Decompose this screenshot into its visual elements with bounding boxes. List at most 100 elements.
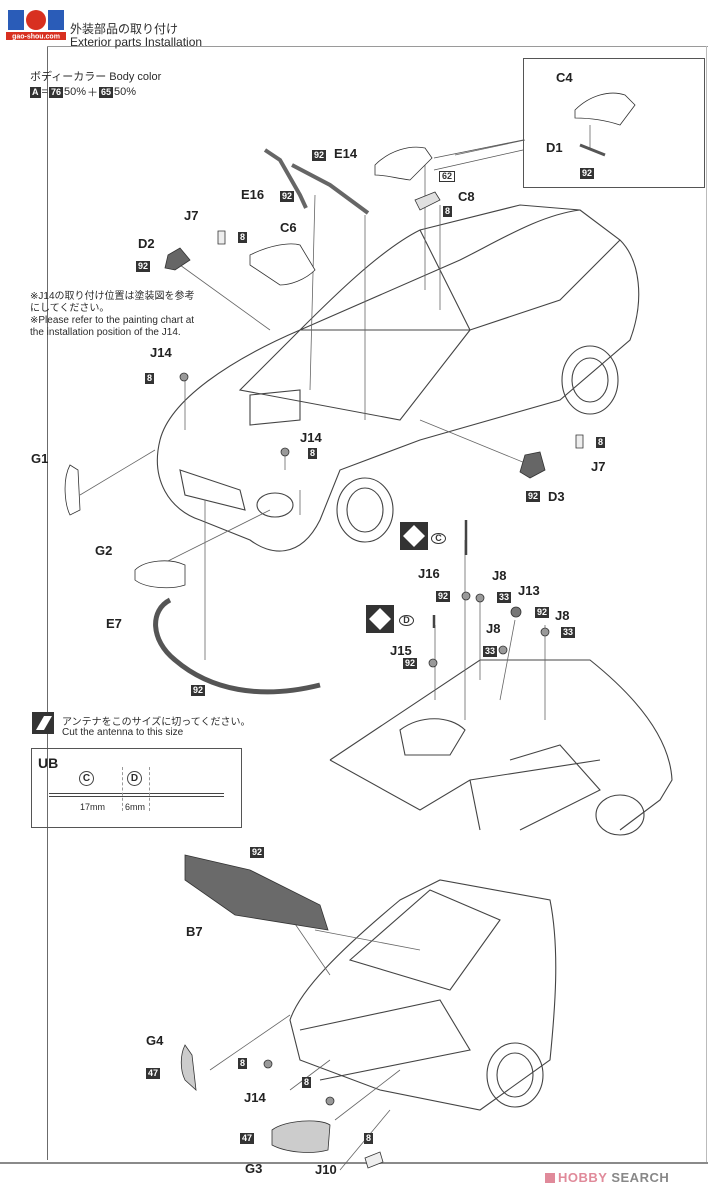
part-g2-drawing xyxy=(134,560,186,589)
antenna-c-marker-label: C xyxy=(431,533,446,544)
scissors-icon xyxy=(32,712,54,734)
rear-car-wheel xyxy=(486,1042,544,1108)
part-label-c6: C6 xyxy=(280,220,297,235)
paint-badge-j14-left: 8 xyxy=(145,373,155,384)
paint-number-badge: 76 xyxy=(48,86,63,98)
part-j8-a-drawing xyxy=(475,593,485,603)
part-e7-drawing xyxy=(153,597,321,695)
paint-badge-j8-b: 33 xyxy=(483,646,498,657)
mid-car-scoop xyxy=(399,718,466,756)
paint-badge-j14-rear-a: 8 xyxy=(238,1058,248,1069)
part-label-g1: G1 xyxy=(31,451,49,466)
inset-detail-box xyxy=(523,58,705,188)
part-label-e16: E16 xyxy=(241,187,265,202)
part-c8-drawing xyxy=(414,191,441,211)
paint-badge-j13: 92 xyxy=(535,607,550,618)
part-j14-front-drawing xyxy=(280,447,290,457)
paint-badge-d3: 92 xyxy=(526,491,541,502)
antenna-instruction-en: Cut the antenna to this size xyxy=(62,727,184,738)
cut-line-1 xyxy=(122,767,123,811)
part-j7-right-drawing xyxy=(575,434,584,449)
part-d1-drawing xyxy=(579,143,606,157)
part-c6-drawing xyxy=(249,243,316,286)
part-label-g4: G4 xyxy=(146,1033,164,1048)
part-label-j7-right: J7 xyxy=(591,459,606,474)
paint-badge-j7-right: 8 xyxy=(596,437,606,448)
part-label-d1: D1 xyxy=(546,140,563,155)
frame-left-rule xyxy=(47,47,48,1160)
antenna-d-marker-label: D xyxy=(399,615,414,626)
part-label-j13: J13 xyxy=(518,583,540,598)
front-car-body xyxy=(156,209,640,552)
rear-car-trunk xyxy=(299,999,471,1081)
paint-badge-e16: 92 xyxy=(280,191,295,202)
equals-sign: = xyxy=(41,86,48,98)
mid-car-wheel xyxy=(595,794,645,836)
frame-bottom-rule xyxy=(0,1162,708,1164)
paint-badge-j7-top: 8 xyxy=(238,232,248,243)
front-car-roof xyxy=(299,204,621,331)
part-label-j8-a: J8 xyxy=(492,568,507,583)
part-j15-drawing xyxy=(428,658,438,668)
mid-car-window xyxy=(469,744,601,831)
frame-top-rule xyxy=(47,46,708,47)
antenna-cut-marker-d xyxy=(366,605,394,633)
part-label-j14-left: J14 xyxy=(150,345,172,360)
paint-badge-e7: 92 xyxy=(191,685,206,696)
antenna-instruction-jp: アンテナをこのサイズに切ってください。 xyxy=(62,717,251,728)
plus-sign: ＋ xyxy=(86,87,98,99)
inset-leader-lines xyxy=(433,139,524,171)
section-title-en: Exterior parts Installation xyxy=(70,35,203,49)
cut-guide-d-marker: D xyxy=(127,771,142,786)
part-label-d2: D2 xyxy=(138,236,155,251)
part-label-c8: C8 xyxy=(458,189,475,204)
part-label-j14-front: J14 xyxy=(300,430,322,445)
part-label-j7-top: J7 xyxy=(184,208,199,223)
paint-badge-c8-b: 8 xyxy=(443,206,453,217)
paint-badge-g4: 47 xyxy=(146,1068,161,1079)
part-b7-drawing xyxy=(184,854,329,931)
paint-badge-c8-a: 62 xyxy=(439,171,456,182)
part-label-j15: J15 xyxy=(390,643,412,658)
note-en: ※Please refer to the painting chart at t… xyxy=(30,315,195,338)
part-e14-drawing xyxy=(291,163,370,215)
rear-car-wheel-rim xyxy=(496,1052,534,1098)
paint-badge-j14-front: 8 xyxy=(308,448,318,459)
color-code-badge: A xyxy=(30,86,41,98)
part-j10-drawing xyxy=(364,1151,384,1169)
paint-badge-e14: 92 xyxy=(312,150,327,161)
front-grille xyxy=(179,469,246,511)
front-headlight xyxy=(256,492,294,518)
part-j14-left-drawing xyxy=(179,372,189,382)
cut-guide-c-marker: C xyxy=(79,771,94,786)
paint-badge-j10: 8 xyxy=(364,1133,374,1144)
frame-right-rule xyxy=(706,46,707,1162)
part-label-g3: G3 xyxy=(245,1161,263,1176)
body-color-mix: A = 76 50% ＋ 65 50% xyxy=(30,84,136,100)
part-label-j10: J10 xyxy=(315,1162,337,1177)
front-wheel-rim xyxy=(346,487,384,533)
antenna-cut-guide: UB C D 17mm 6mm xyxy=(31,748,242,828)
part-label-e7: E7 xyxy=(106,616,122,631)
part-label-c4: C4 xyxy=(556,70,573,85)
watermark-logo: gao-shou.com xyxy=(6,6,66,46)
part-j13-drawing xyxy=(510,606,522,618)
paint-badge-j8-a: 33 xyxy=(497,592,512,603)
brand-search: SEARCH xyxy=(611,1170,670,1185)
brand-hobby: HOBBY xyxy=(558,1170,608,1185)
cut-length-d: 6mm xyxy=(125,802,145,812)
cut-length-c: 17mm xyxy=(80,802,106,812)
part-j14-rear-b-drawing xyxy=(325,1096,335,1106)
part-e16-drawing xyxy=(263,148,308,209)
paint-badge-d2: 92 xyxy=(136,261,151,272)
hobby-search-brand: HOBBY SEARCH xyxy=(545,1170,669,1185)
part-sunroof-cover-drawing xyxy=(374,146,433,181)
paint-badge-j14-rear-b: 8 xyxy=(302,1077,312,1088)
part-g3-drawing xyxy=(271,1120,331,1153)
paint-badge-b7: 92 xyxy=(250,847,265,858)
paint-number-badge: 65 xyxy=(98,86,113,98)
mid-car-body xyxy=(329,659,673,831)
part-j7-drawing xyxy=(217,230,226,245)
part-label-b7: B7 xyxy=(186,924,203,939)
